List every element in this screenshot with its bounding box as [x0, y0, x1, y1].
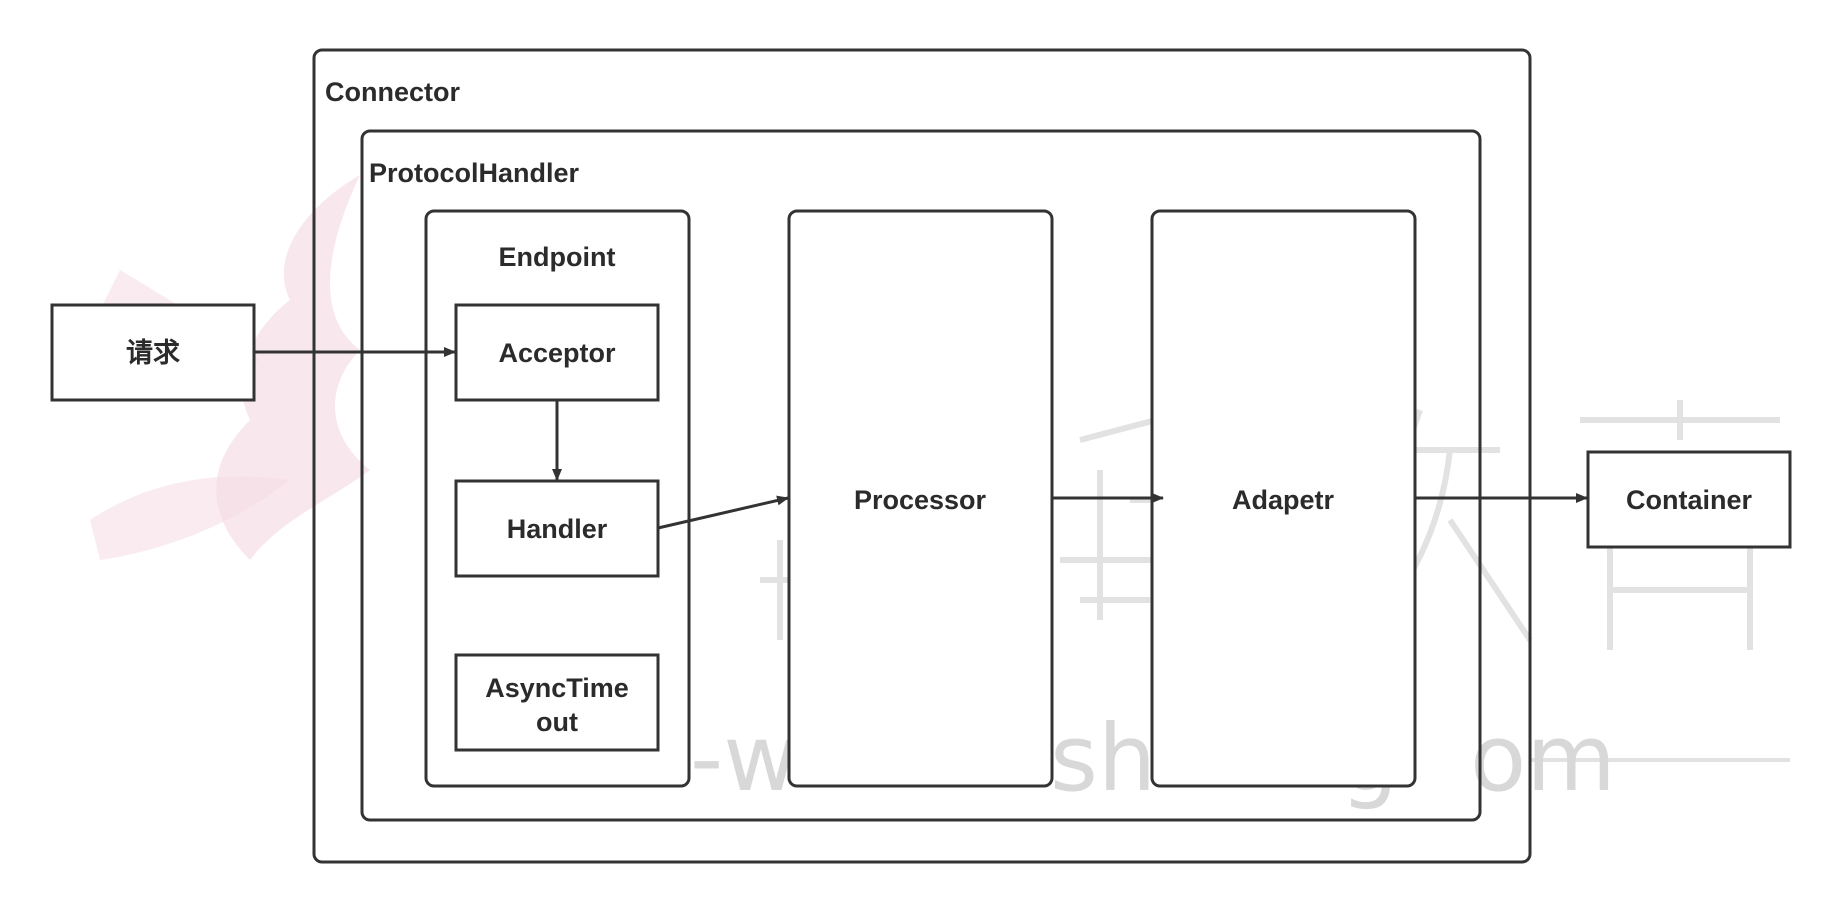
node-container: Container	[1586, 450, 1792, 549]
node-handler: Handler	[454, 479, 660, 578]
watermark-text-1: -w	[690, 705, 798, 812]
container-box	[1586, 450, 1792, 549]
async-timeout-box	[454, 653, 660, 752]
node-async-timeout: AsyncTime out	[454, 653, 660, 752]
handler-label: Handler	[507, 514, 608, 544]
request-box	[50, 303, 256, 402]
endpoint-container	[424, 209, 691, 788]
processor-label: Processor	[854, 485, 987, 515]
request-label: 请求	[126, 338, 180, 368]
protocol-handler-label: ProtocolHandler	[369, 158, 580, 188]
connector-container	[312, 48, 1532, 864]
node-adapter: Adapetr	[1150, 209, 1417, 788]
acceptor-label: Acceptor	[498, 338, 616, 368]
async-timeout-label-line-1: AsyncTime	[485, 673, 629, 703]
container-label: Container	[1626, 485, 1753, 515]
edge-handler-to-processor	[657, 495, 789, 530]
watermark-logo-swoosh-2	[90, 476, 290, 560]
node-processor: Processor	[787, 209, 1054, 788]
node-acceptor: Acceptor	[454, 303, 660, 402]
watermark-glyph-1	[1079, 412, 1210, 620]
adapter-label: Adapetr	[1232, 485, 1335, 515]
watermark-text-2: sh	[1050, 705, 1156, 812]
watermark-glyph-5	[1060, 557, 1160, 603]
endpoint-label: Endpoint	[499, 242, 616, 272]
node-request: 请求	[50, 303, 256, 402]
watermark-logo-shape	[216, 175, 370, 560]
protocol-handler-container	[360, 129, 1482, 822]
async-timeout-label-line-2: out	[536, 707, 578, 737]
connector-label: Connector	[325, 77, 460, 107]
handler-box	[454, 479, 660, 578]
watermark-text-4: om	[1470, 705, 1616, 812]
